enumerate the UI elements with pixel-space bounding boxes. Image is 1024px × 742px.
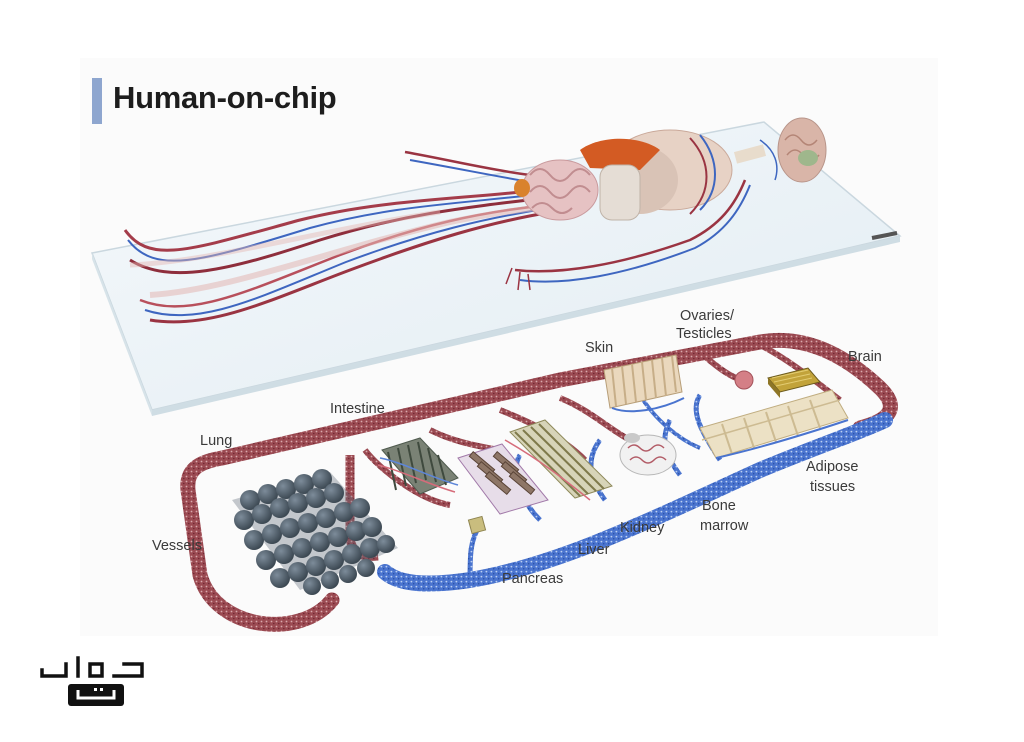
- label-bone-marrow-line1: Bone: [702, 498, 736, 514]
- label-kidney: Kidney: [620, 520, 665, 536]
- adipose-chamber: [699, 389, 849, 459]
- lung-cell-cluster: [232, 469, 398, 595]
- chip-blue-vessel: [377, 393, 893, 592]
- intestine-chamber: [377, 437, 459, 495]
- ovaries-testicles-chamber: [734, 370, 754, 390]
- human-body-model: [123, 117, 827, 324]
- label-adipose-line2: tissues: [810, 479, 856, 495]
- label-adipose-line1: Adipose: [806, 459, 859, 475]
- label-skin: Skin: [585, 340, 614, 356]
- label-pancreas: Pancreas: [502, 571, 564, 587]
- brain-chamber: [767, 367, 821, 398]
- label-ovaries-line1: Ovaries/: [680, 308, 734, 324]
- pancreas-chamber: [467, 515, 487, 535]
- label-ovaries-line2: Testicles: [676, 326, 732, 342]
- watermark-logo-icon: [40, 656, 144, 706]
- label-vessels: Vessels: [152, 538, 202, 554]
- kidney-chamber: [504, 419, 613, 501]
- label-lung: Lung: [200, 433, 233, 449]
- bone-marrow-chamber: [619, 433, 677, 476]
- diagram-title: Human-on-chip: [113, 80, 337, 115]
- liver-chamber: [457, 443, 549, 515]
- skin-chamber: [603, 354, 685, 413]
- label-liver: Liver: [578, 542, 610, 558]
- label-bone-marrow-line2: marrow: [700, 518, 749, 534]
- title-accent-bar: [92, 78, 102, 124]
- label-brain: Brain: [848, 349, 882, 365]
- label-intestine: Intestine: [330, 401, 385, 417]
